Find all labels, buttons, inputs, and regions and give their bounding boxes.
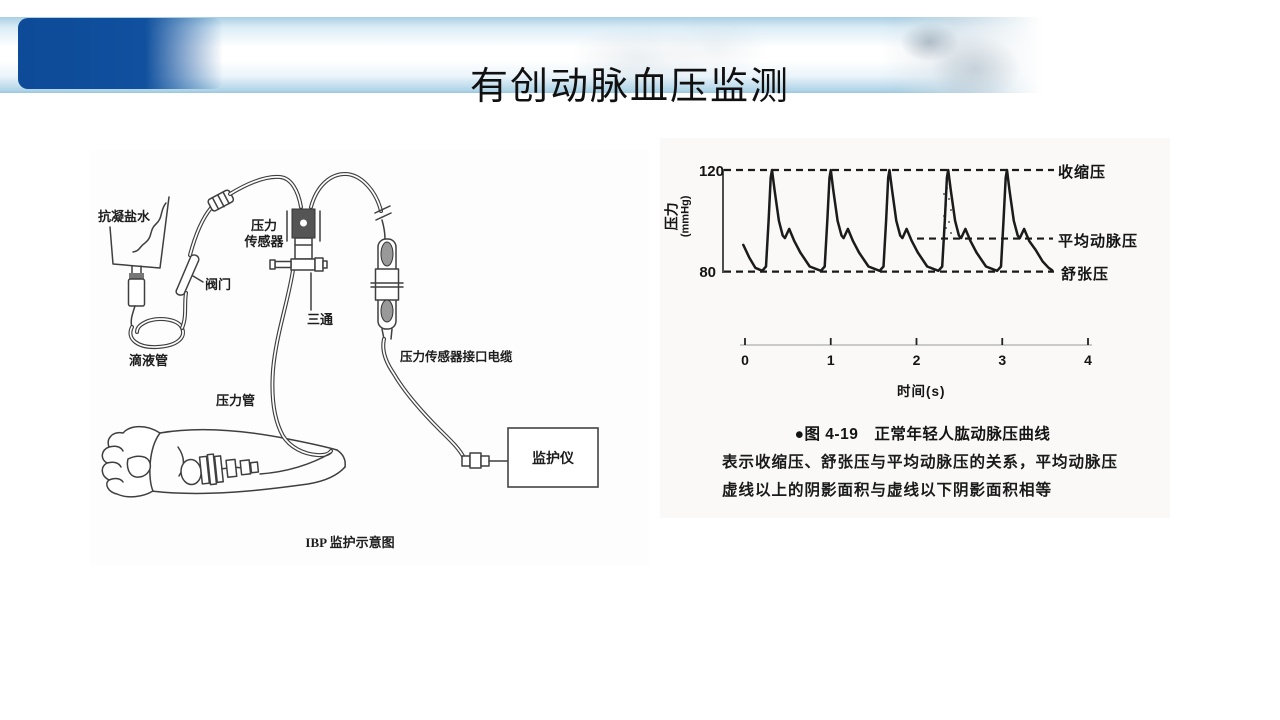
pressure-waveform-plot bbox=[722, 168, 1092, 346]
title-accent-bar bbox=[18, 18, 223, 89]
label-pressure-tube: 压力管 bbox=[216, 393, 256, 408]
y-tick-120: 120 bbox=[698, 163, 724, 180]
drip-chamber-cap bbox=[129, 273, 144, 279]
ibp-diagram-figure: 抗凝盐水 压力 传感器 阀门 三通 滴液管 压力管 压力传感器接口电缆 监护仪 … bbox=[90, 150, 650, 565]
stopcock bbox=[290, 258, 316, 271]
label-mean-arterial: 平均动脉压 bbox=[1058, 233, 1139, 250]
elbow-curve bbox=[336, 449, 346, 468]
x-tick-0: 0 bbox=[741, 352, 749, 368]
arterial-pressure-chart: 120 80 压力 (mmHg) 收缩压 平均动脉压 舒张压 0 1 2 3 4… bbox=[660, 138, 1170, 518]
x-tick-4: 4 bbox=[1084, 352, 1092, 368]
figure-caption-line1: 表示收缩压、舒张压与平均动脉压的关系，平均动脉压 bbox=[722, 454, 1119, 471]
thumb bbox=[126, 455, 152, 478]
background-photo-faint bbox=[550, 17, 770, 93]
ibp-caption: IBP 监护示意图 bbox=[305, 535, 395, 550]
valve bbox=[175, 254, 200, 296]
x-tick-2: 2 bbox=[912, 352, 921, 368]
fluid-squiggle bbox=[132, 202, 167, 253]
arm-outline bbox=[159, 428, 338, 451]
y-tick-80: 80 bbox=[699, 264, 716, 281]
label-transducer: 压力 传感器 bbox=[244, 218, 284, 250]
label-systolic: 收缩压 bbox=[1058, 164, 1107, 181]
background-photo-people bbox=[880, 17, 1045, 93]
figure-caption-title: ●图 4-19 正常年轻人肱动脉压曲线 bbox=[794, 426, 1051, 443]
wrist-crease bbox=[177, 446, 185, 477]
label-saline: 抗凝盐水 bbox=[98, 209, 151, 224]
drip-chamber bbox=[127, 278, 146, 307]
label-cable: 压力传感器接口电缆 bbox=[400, 350, 513, 364]
x-axis-ticks bbox=[744, 338, 1089, 345]
arterial-catheter bbox=[180, 453, 260, 486]
page-title: 有创动脉血压监测 bbox=[470, 66, 791, 109]
label-drip-tube: 滴液管 bbox=[129, 353, 169, 368]
x-axis-label: 时间(s) bbox=[897, 384, 946, 399]
saline-bag bbox=[109, 196, 170, 269]
y-axis-label: 压力 (mmHg) bbox=[663, 195, 692, 238]
arterial-waveform bbox=[742, 168, 1054, 273]
figure-caption-line2: 虚线以上的阴影面积与虚线以下阴影面积相等 bbox=[722, 482, 1053, 499]
monitor-box bbox=[507, 427, 599, 488]
pressure-tube-line bbox=[270, 268, 333, 458]
label-monitor: 监护仪 bbox=[532, 451, 574, 467]
label-diastolic: 舒张压 bbox=[1061, 266, 1110, 283]
x-tick-3: 3 bbox=[998, 352, 1007, 368]
label-valve: 阀门 bbox=[205, 277, 232, 292]
x-tick-1: 1 bbox=[826, 352, 835, 368]
reference-dashed-lines bbox=[724, 168, 1054, 273]
label-stopcock: 三通 bbox=[307, 312, 334, 327]
ibp-line-art bbox=[101, 172, 599, 498]
